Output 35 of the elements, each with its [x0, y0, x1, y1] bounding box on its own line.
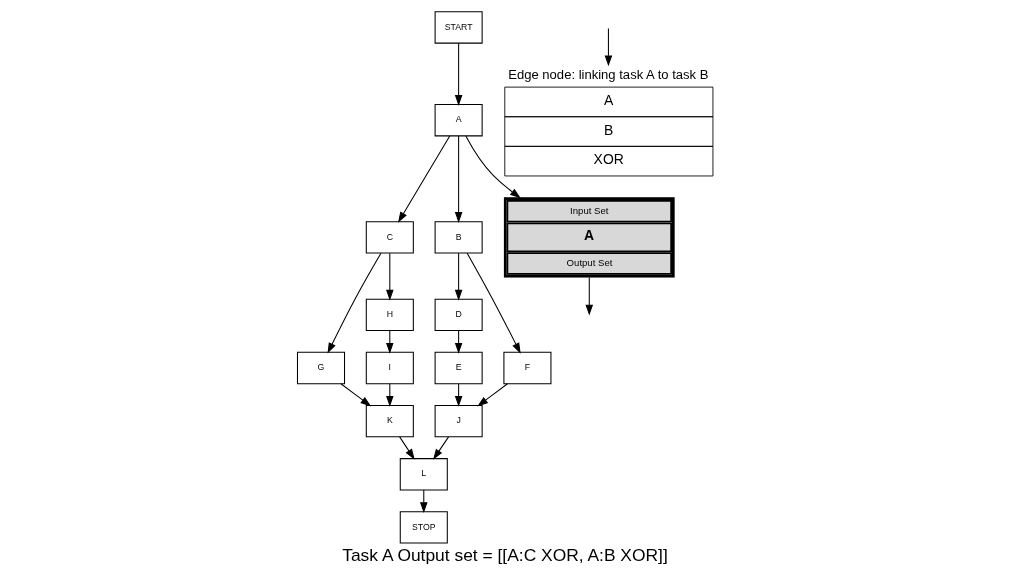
node-box: B [434, 221, 483, 254]
node-label: Edge node: linking task A to task B [508, 67, 709, 83]
arrow [433, 436, 450, 460]
caption: Task A Output set = [[A:C XOR, A:B XOR]] [342, 544, 668, 565]
node-box: D [434, 298, 483, 332]
node-box: E [434, 351, 483, 385]
node-box: K [365, 404, 414, 438]
node-box: START [434, 11, 483, 44]
arrow [398, 135, 451, 223]
arrow [454, 42, 463, 106]
arrow [454, 330, 463, 354]
node-box: F [503, 351, 552, 385]
node-box: STOP [399, 511, 448, 544]
arrow [454, 252, 463, 301]
arrow [420, 489, 428, 514]
arrow [454, 383, 463, 407]
arrow [340, 383, 372, 407]
arrow [604, 27, 613, 67]
arrow [466, 252, 521, 354]
arrow [386, 252, 394, 301]
arrow [386, 383, 394, 407]
node-box: C [365, 221, 414, 254]
arrow [465, 135, 521, 199]
node-box: H [365, 298, 414, 332]
node-box: J [434, 404, 483, 438]
node-box: G [296, 351, 346, 385]
arrow [477, 383, 509, 407]
arrow [327, 252, 382, 354]
node-box: I [365, 351, 414, 385]
node-box: A [434, 104, 483, 137]
arrow [585, 276, 594, 316]
arrow [386, 330, 394, 354]
arrow [454, 135, 463, 223]
node-box: L [399, 458, 448, 491]
arrow [399, 436, 415, 460]
